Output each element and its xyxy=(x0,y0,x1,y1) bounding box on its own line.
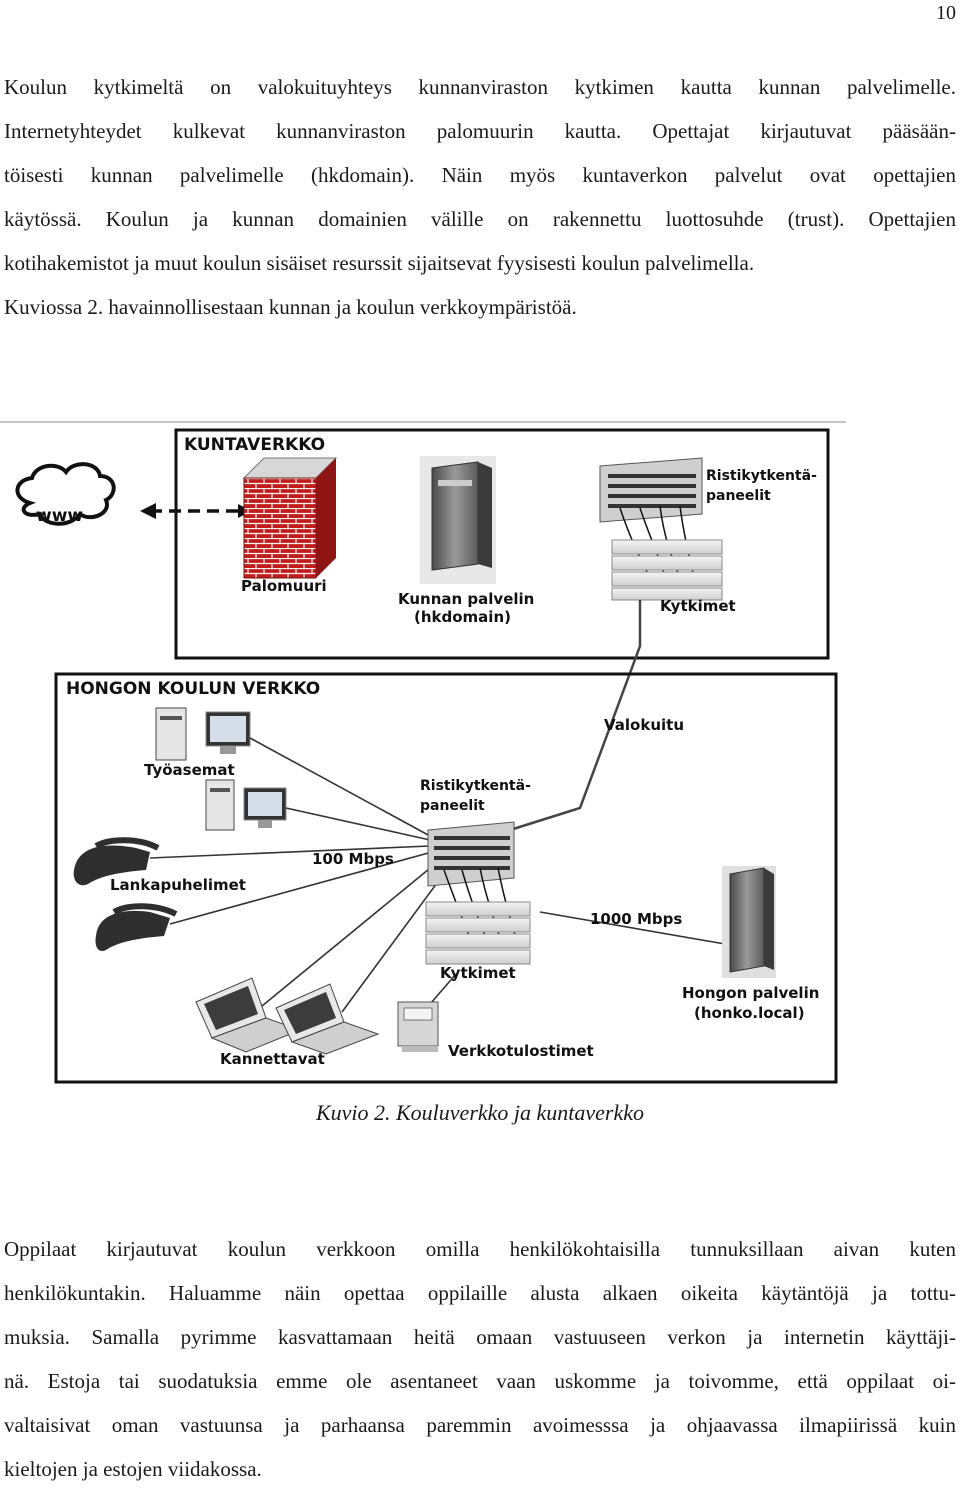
switch-stack-top-icon xyxy=(611,539,723,601)
kunnan-palvelin-domain: (hkdomain) xyxy=(414,608,511,626)
workstation-icon xyxy=(155,707,251,761)
valokuitu-label: Valokuitu xyxy=(604,716,684,734)
paragraph-intro: Koulun kytkimeltä on valokuituyhteys kun… xyxy=(4,65,956,335)
text-line: käytössä. Koulun ja kunnan domainien väl… xyxy=(4,207,956,231)
text-line: Internetyhteydet kulkevat kunnanviraston… xyxy=(4,119,956,143)
text-line: kotihakemistot ja muut koulun sisäiset r… xyxy=(4,251,755,275)
mbps1000-label: 1000 Mbps xyxy=(590,910,682,928)
municipal-server-icon xyxy=(420,456,496,584)
text-line: muksia. Samalla pyrimme kasvattamaan hei… xyxy=(4,1325,956,1349)
kunnan-palvelin-label: Kunnan palvelin xyxy=(398,590,534,608)
text-line: Kuviossa 2. havainnollisestaan kunnan ja… xyxy=(4,295,577,319)
lankapuhelimet-label: Lankapuhelimet xyxy=(110,876,246,894)
laptop-icon xyxy=(275,983,380,1055)
www-label: www xyxy=(36,506,83,526)
patch-panel-top-icon xyxy=(599,457,703,581)
kuntaverkko-title: KUNTAVERKKO xyxy=(184,435,325,455)
text-line: kieltojen ja estojen viidakossa. xyxy=(4,1457,262,1481)
ristikytkenta-top-label-2: paneelit xyxy=(706,488,771,504)
text-line: henkilökuntakin. Haluamme näin opettaa o… xyxy=(4,1281,956,1305)
fiber-link-line xyxy=(509,600,642,832)
ristikytkenta-top-label-1: Ristikytkentä- xyxy=(706,468,817,484)
firewall-icon xyxy=(242,457,338,579)
kytkimet-bottom-label: Kytkimet xyxy=(440,964,516,982)
printer-icon xyxy=(397,1001,439,1052)
hongon-palvelin-domain: (honko.local) xyxy=(694,1004,805,1022)
kannettavat-label: Kannettavat xyxy=(220,1050,325,1068)
mbps100-label: 100 Mbps xyxy=(312,850,394,868)
internet-link-arrow xyxy=(140,503,252,519)
ristikytkenta-bottom-label-1: Ristikytkentä- xyxy=(420,778,531,794)
ristikytkenta-bottom-label-2: paneelit xyxy=(420,798,485,814)
page-number: 10 xyxy=(936,2,956,24)
network-diagram: KUNTAVERKKO www Palomuuri Kunnan palveli… xyxy=(0,421,846,1084)
palomuuri-label: Palomuuri xyxy=(241,577,327,595)
koulu-title: HONGON KOULUN VERKKO xyxy=(66,679,320,699)
text-line: valtaisivat oman vastuunsa ja parhaansa … xyxy=(4,1413,956,1437)
text-line: Koulun kytkimeltä on valokuituyhteys kun… xyxy=(4,75,956,99)
verkkotulostimet-label: Verkkotulostimet xyxy=(448,1042,594,1060)
text-line: töisesti kunnan palvelimelle (hkdomain).… xyxy=(4,163,956,187)
internet-cloud-icon xyxy=(15,462,116,526)
kuntaverkko-frame xyxy=(174,428,830,660)
school-server-icon xyxy=(722,866,776,978)
paragraph-students: Oppilaat kirjautuvat koulun verkkoon omi… xyxy=(4,1227,956,1493)
figure-caption: Kuvio 2. Kouluverkko ja kuntaverkko xyxy=(315,1100,645,1125)
cable-lines xyxy=(149,737,749,1019)
text-line: nä. Estoja tai suodatuksia emme ole asen… xyxy=(4,1369,956,1393)
phone-icon xyxy=(95,903,178,952)
tyoasemat-label: Työasemat xyxy=(144,761,235,779)
text-line: Oppilaat kirjautuvat koulun verkkoon omi… xyxy=(4,1237,956,1261)
kytkimet-top-label: Kytkimet xyxy=(660,597,736,615)
hongon-palvelin-label: Hongon palvelin xyxy=(682,984,819,1002)
koulu-frame xyxy=(54,672,838,1084)
workstation-icon xyxy=(205,779,287,831)
phone-icon xyxy=(73,837,160,886)
switch-stack-bottom-icon xyxy=(425,901,531,965)
